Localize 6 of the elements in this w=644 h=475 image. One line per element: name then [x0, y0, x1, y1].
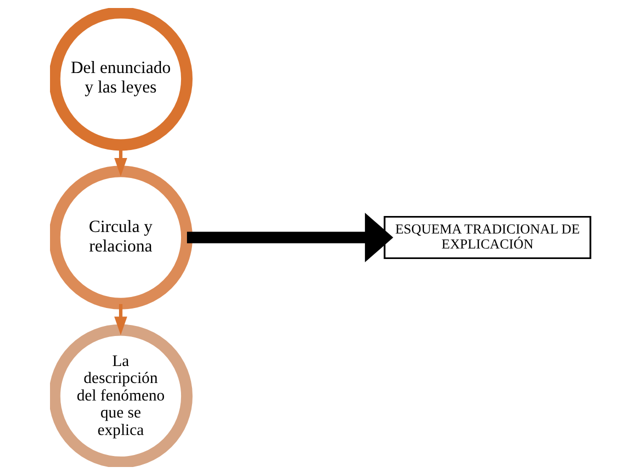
node-circle: Circula y relaciona: [50, 166, 192, 310]
node-box: ESQUEMA TRADICIONAL DE EXPLICACIÓN: [383, 216, 591, 260]
arrow: [114, 304, 127, 336]
arrow: [186, 212, 393, 262]
node-circle: Del enunciado y las leyes: [50, 8, 192, 151]
node-circle: La descripción del fenómeno que se explica: [50, 324, 192, 467]
